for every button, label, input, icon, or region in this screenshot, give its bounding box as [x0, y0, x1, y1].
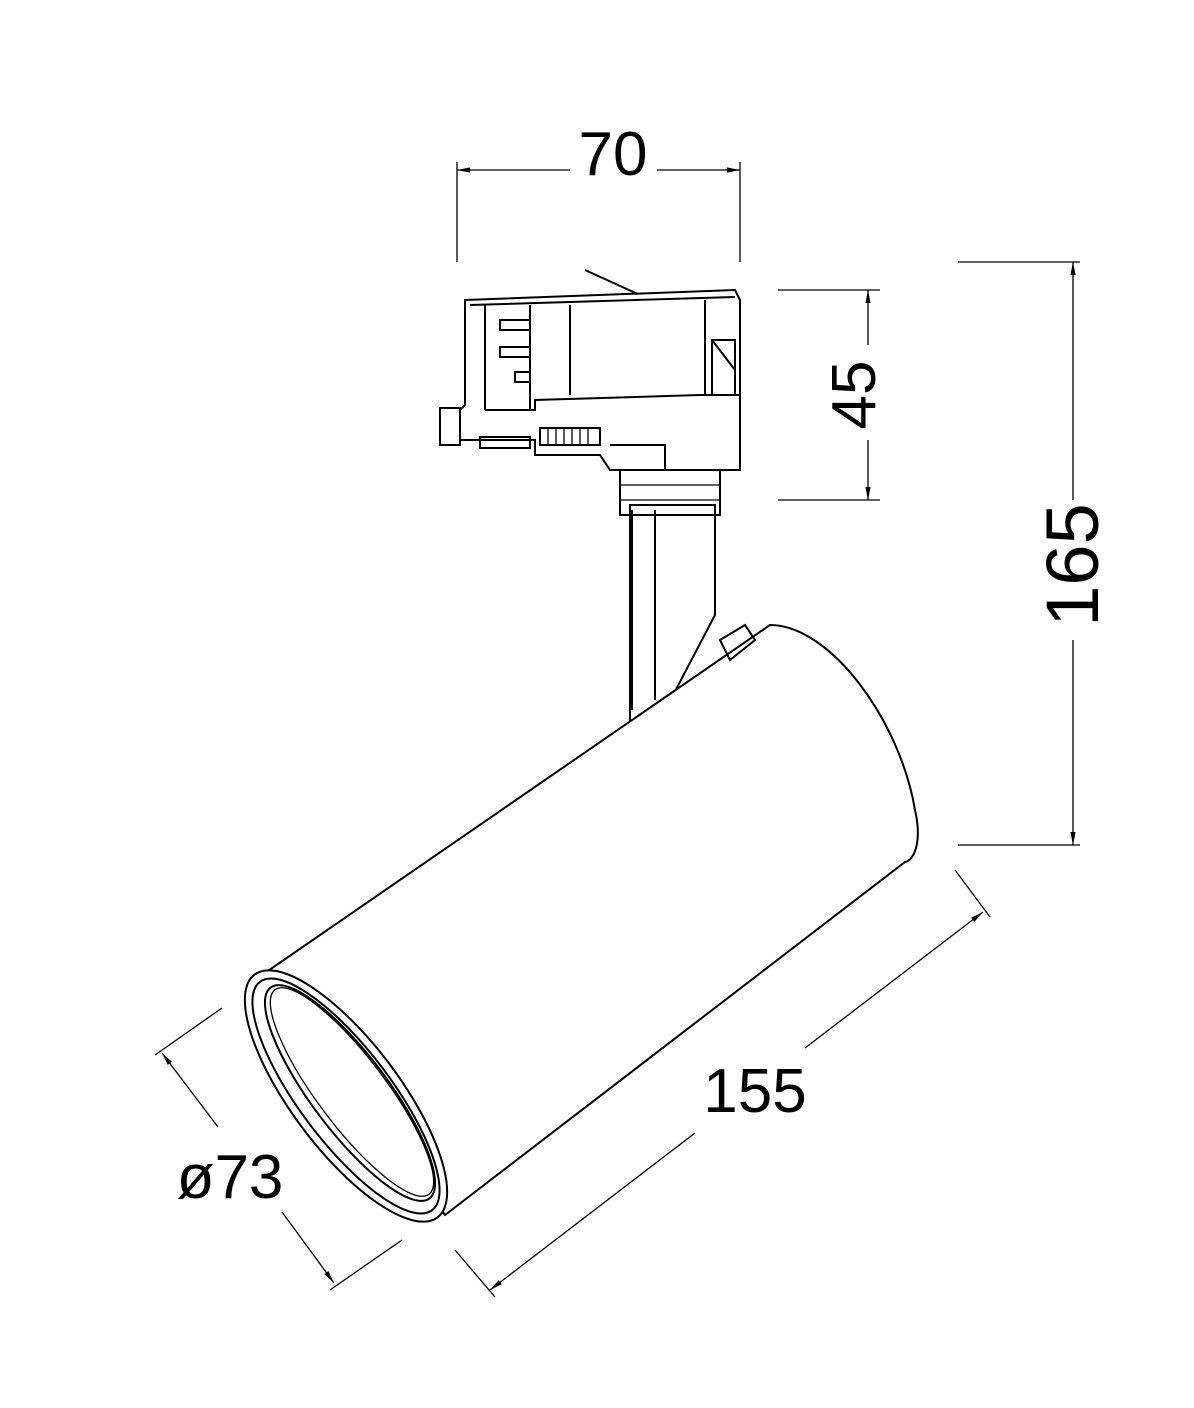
adapter-height-label: 45	[820, 361, 889, 430]
dimension-length: 155	[454, 869, 991, 1298]
diameter-label: ø73	[177, 1143, 284, 1212]
dimension-width: 70	[456, 120, 741, 262]
track-adapter	[439, 269, 741, 471]
width-label: 70	[579, 120, 648, 189]
lamp-body	[243, 623, 919, 1223]
dimension-total-height: 165	[958, 261, 1114, 846]
dimension-diameter: ø73	[154, 1007, 403, 1291]
dimension-adapter-height: 45	[778, 289, 889, 501]
total-height-label: 165	[1031, 503, 1114, 626]
length-label: 155	[703, 1057, 806, 1126]
